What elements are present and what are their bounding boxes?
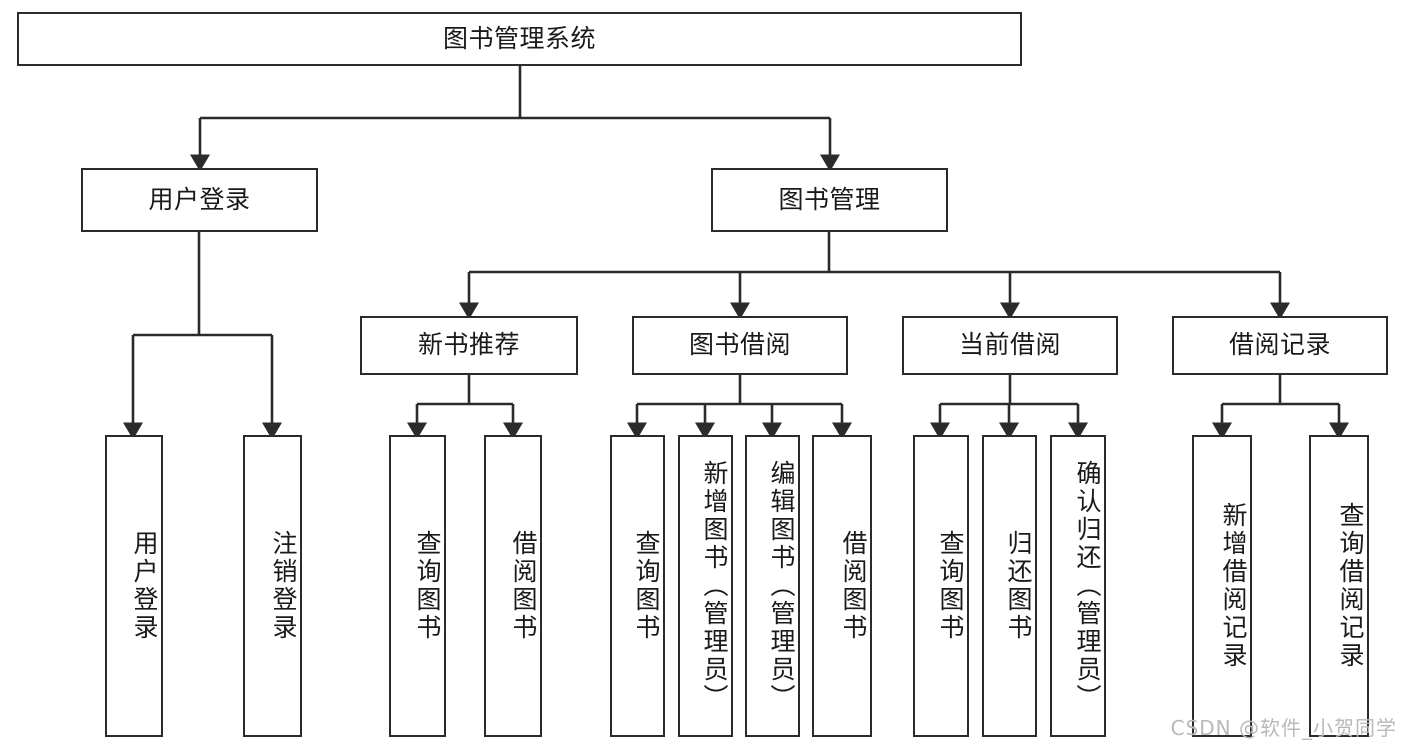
leaf-book-borrow-add[interactable]: 新增图书（管理员）	[678, 435, 733, 737]
leaf-new-book-query[interactable]: 查询图书	[389, 435, 446, 737]
node-label: 用户登录	[130, 530, 159, 642]
node-root-library-system[interactable]: 图书管理系统	[17, 12, 1022, 66]
node-current-borrow[interactable]: 当前借阅	[902, 316, 1118, 375]
node-label: 注销登录	[269, 530, 298, 642]
watermark: CSDN @软件_小贺同学	[1170, 716, 1397, 740]
node-label: 图书管理	[778, 184, 881, 214]
node-label: 用户登录	[148, 184, 251, 214]
node-book-manage[interactable]: 图书管理	[711, 168, 948, 232]
node-borrow-record[interactable]: 借阅记录	[1172, 316, 1388, 375]
leaf-current-borrow-query[interactable]: 查询图书	[913, 435, 969, 737]
leaf-current-borrow-confirm[interactable]: 确认归还（管理员）	[1050, 435, 1106, 737]
node-label: 借阅记录	[1228, 330, 1331, 360]
node-label: 新增图书（管理员）	[700, 460, 729, 712]
node-label: 图书管理系统	[442, 23, 596, 53]
leaf-book-borrow-borrow[interactable]: 借阅图书	[812, 435, 872, 737]
leaf-current-borrow-return[interactable]: 归还图书	[982, 435, 1037, 737]
leaf-user-login-logout[interactable]: 注销登录	[243, 435, 302, 737]
node-label: 借阅图书	[839, 530, 868, 642]
leaf-borrow-record-query[interactable]: 查询借阅记录	[1309, 435, 1369, 737]
node-new-book-recommend[interactable]: 新书推荐	[360, 316, 578, 375]
leaf-user-login-login[interactable]: 用户登录	[105, 435, 163, 737]
node-label: 查询图书	[413, 530, 442, 642]
leaf-book-borrow-query[interactable]: 查询图书	[610, 435, 665, 737]
node-label: 新增借阅记录	[1219, 502, 1248, 670]
node-label: 当前借阅	[958, 330, 1061, 360]
node-label: 查询图书	[632, 530, 661, 642]
node-label: 新书推荐	[417, 330, 520, 360]
node-label: 查询借阅记录	[1336, 502, 1365, 670]
node-label: 确认归还（管理员）	[1073, 460, 1102, 712]
node-label: 查询图书	[936, 530, 965, 642]
leaf-new-book-borrow[interactable]: 借阅图书	[484, 435, 542, 737]
node-user-login[interactable]: 用户登录	[81, 168, 318, 232]
node-label: 归还图书	[1004, 530, 1033, 642]
leaf-book-borrow-edit[interactable]: 编辑图书（管理员）	[745, 435, 800, 737]
node-label: 图书借阅	[688, 330, 791, 360]
leaf-borrow-record-add[interactable]: 新增借阅记录	[1192, 435, 1252, 737]
node-label: 编辑图书（管理员）	[767, 460, 796, 712]
node-book-borrow[interactable]: 图书借阅	[632, 316, 848, 375]
node-label: 借阅图书	[509, 530, 538, 642]
